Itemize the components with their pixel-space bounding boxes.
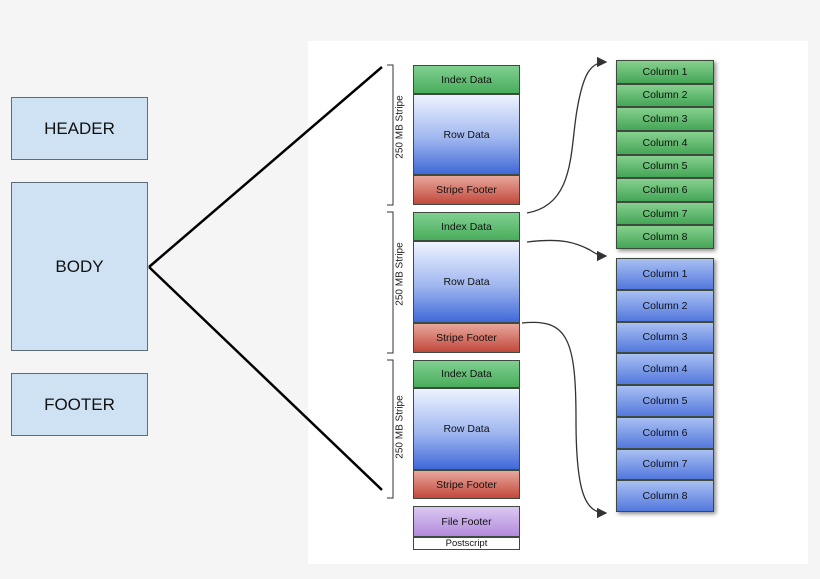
stripe-footer: Stripe Footer	[413, 323, 520, 353]
stripe-row-data: Row Data	[413, 94, 520, 175]
index-column: Column 8	[616, 225, 714, 249]
index-columns: Column 1 Column 2 Column 3 Column 4 Colu…	[616, 60, 714, 249]
index-column: Column 6	[616, 178, 714, 202]
index-column: Column 1	[616, 60, 714, 84]
index-column: Column 5	[616, 154, 714, 179]
stripe-index-data: Index Data	[413, 65, 520, 94]
header-box: HEADER	[11, 97, 148, 160]
row-column: Column 1	[616, 258, 714, 290]
stripe-index-data: Index Data	[413, 212, 520, 241]
stripe-index-data: Index Data	[413, 360, 520, 388]
stripe-row-data: Row Data	[413, 388, 520, 470]
index-column: Column 7	[616, 201, 714, 226]
stripe-brackets	[387, 64, 394, 499]
index-column: Column 3	[616, 107, 714, 131]
row-column: Column 6	[616, 416, 714, 449]
stripe-row-data: Row Data	[413, 241, 520, 323]
index-column: Column 2	[616, 83, 714, 108]
footer-box: FOOTER	[11, 373, 148, 436]
zoom-line-bottom	[148, 266, 383, 491]
index-column: Column 4	[616, 130, 714, 155]
column-arrows	[521, 56, 608, 519]
row-column: Column 8	[616, 480, 714, 512]
stripe-size-label: 250 MB Stripe	[394, 242, 406, 306]
postscript: Postscript	[413, 537, 520, 550]
row-columns: Column 1 Column 2 Column 3 Column 4 Colu…	[616, 258, 714, 512]
body-box: BODY	[11, 182, 148, 351]
stripe-size-label: 250 MB Stripe	[394, 395, 406, 459]
file-footer: File Footer	[413, 506, 520, 537]
stripe-footer: Stripe Footer	[413, 175, 520, 205]
row-column: Column 5	[616, 385, 714, 417]
row-column: Column 2	[616, 289, 714, 322]
row-column: Column 3	[616, 321, 714, 354]
row-column: Column 7	[616, 448, 714, 481]
zoom-line-top	[148, 66, 383, 268]
diagram-panel	[308, 41, 808, 564]
stripe-footer: Stripe Footer	[413, 470, 520, 499]
row-column: Column 4	[616, 353, 714, 385]
stripe-size-label: 250 MB Stripe	[394, 95, 406, 159]
